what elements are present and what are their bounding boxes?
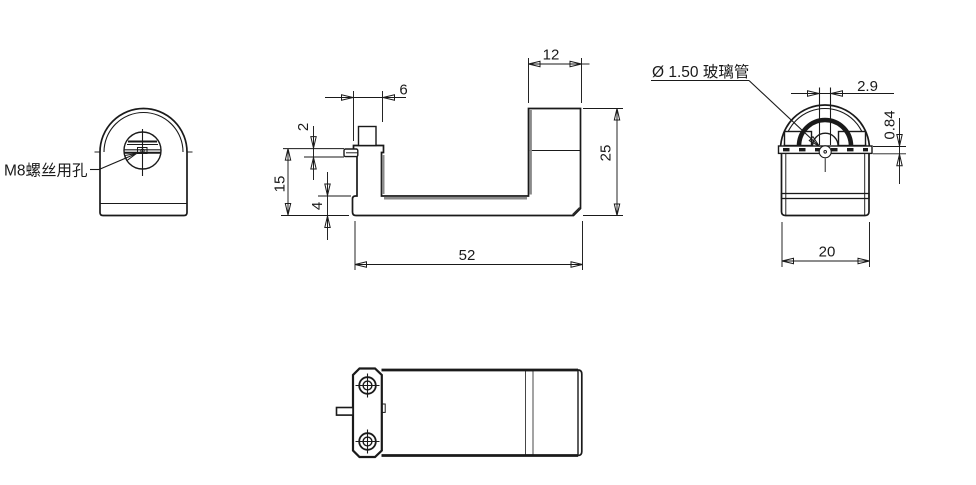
dim-text: 2.9: [857, 78, 878, 95]
m8-screw-hole: [123, 129, 162, 176]
dim-step-width: 6: [325, 82, 408, 141]
dim-left-height: 15: [272, 148, 349, 216]
screw-hole-bottom: [355, 429, 380, 454]
dim-text: 2: [295, 123, 312, 131]
lead-pin-top-view: [335, 406, 354, 416]
tube-center-hole: [818, 145, 832, 159]
bracket-inner-dome-line: [103, 111, 184, 153]
dim-block-height: 25: [583, 108, 623, 216]
bracket-outline: [99, 107, 188, 217]
m8-hole-callout: M8螺丝用孔: [4, 152, 137, 180]
view-side-profile: 6 2 15 4 52: [272, 47, 623, 270]
dim-text: 15: [272, 176, 289, 193]
separator-band: [525, 370, 534, 456]
dim-body-width: 20: [781, 222, 870, 267]
glass-tube-label: Ø 1.50 玻璃管: [652, 63, 749, 81]
dome-outer-arc: [779, 104, 871, 150]
lower-band: [780, 192, 870, 200]
dim-text: 4: [309, 202, 326, 210]
hole-center-mark: [140, 148, 145, 154]
dim-text: 52: [459, 247, 476, 264]
leader-arrow: [98, 152, 137, 171]
m8-hole-label: M8螺丝用孔: [4, 162, 88, 180]
dim-text: 25: [598, 145, 615, 162]
leader-arrow: [748, 80, 820, 147]
dim-tube-width: 2.9: [791, 78, 894, 97]
view-top: [335, 367, 583, 459]
front-body-outline: [780, 153, 870, 217]
glass-tube-callout: Ø 1.50 玻璃管: [651, 63, 820, 147]
sensor-cap: [357, 125, 377, 147]
profile-outline: [351, 107, 582, 217]
dim-text: 20: [819, 244, 836, 261]
dim-pin-height: 2: [283, 123, 344, 180]
view-front: Ø 1.50 玻璃管 2.9 0.84 20: [651, 63, 906, 267]
dim-base-thickness: 4: [309, 172, 351, 240]
dim-text: 6: [399, 82, 407, 99]
screw-hole-top: [355, 373, 380, 398]
dim-block-width: 12: [528, 47, 590, 103]
hole-center-nut: [137, 147, 148, 154]
dim-text: 0.84: [882, 110, 899, 139]
end-cap-outline: [577, 369, 583, 457]
dim-total-length: 52: [354, 221, 583, 270]
tube-cradle-arc: [796, 117, 854, 147]
view-left-bracket: M8螺丝用孔: [4, 107, 193, 217]
dim-text: 12: [543, 47, 560, 64]
dim-tube-offset: 0.84: [873, 110, 906, 184]
side-notch: [381, 403, 386, 413]
chamfer-inner-line: [572, 207, 580, 215]
